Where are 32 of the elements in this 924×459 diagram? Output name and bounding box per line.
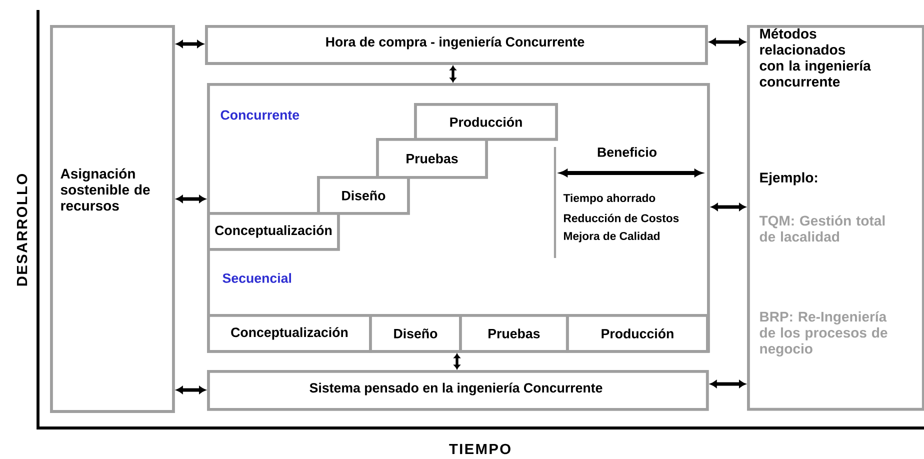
panel-text: BRP: Re-Ingeniería de los procesos de negocio xyxy=(760,311,888,356)
axis-label: TIEMPO xyxy=(449,444,510,454)
arrow xyxy=(454,354,460,370)
arrow xyxy=(711,203,746,211)
panel-text: Métodos relacionados con la ingeniería concurrente xyxy=(760,28,871,87)
axis-label: DESARROLLO xyxy=(16,174,28,286)
arrow xyxy=(710,380,746,388)
step-box: Pruebas xyxy=(459,314,569,353)
panel-text: Concurrente xyxy=(220,110,300,120)
panel-text: Secuencial xyxy=(222,273,291,283)
arrow xyxy=(450,66,456,82)
process-box: Sistema pensado en la ingeniería Concurrente xyxy=(207,370,709,411)
arrow xyxy=(709,38,746,46)
panel-text: Beneficio xyxy=(598,147,656,157)
step-box: Diseño xyxy=(317,176,410,215)
arrow xyxy=(176,386,206,394)
process-box: Hora de compra - ingeniería Concurrente xyxy=(205,25,708,65)
arrow xyxy=(176,195,206,203)
panel-text: TQM: Gestión total de lacalidad xyxy=(759,215,885,242)
arrow xyxy=(176,40,204,48)
step-box: Diseño xyxy=(369,314,462,353)
step-box: Producción xyxy=(566,314,709,353)
step-box: Conceptualización xyxy=(207,212,340,251)
panel-text: Mejora de Calidad xyxy=(564,232,660,242)
panel-text: Reducción de Costos xyxy=(564,214,679,222)
step-box: Conceptualización xyxy=(207,314,372,353)
step-box: Pruebas xyxy=(376,138,488,179)
panel-text: Tiempo ahorrado xyxy=(563,194,656,204)
step-box: Producción xyxy=(414,103,558,141)
content-panel xyxy=(747,25,924,411)
panel-text: Ejemplo: xyxy=(760,172,818,186)
process-box: Asignación sostenible de recursos xyxy=(50,25,175,413)
